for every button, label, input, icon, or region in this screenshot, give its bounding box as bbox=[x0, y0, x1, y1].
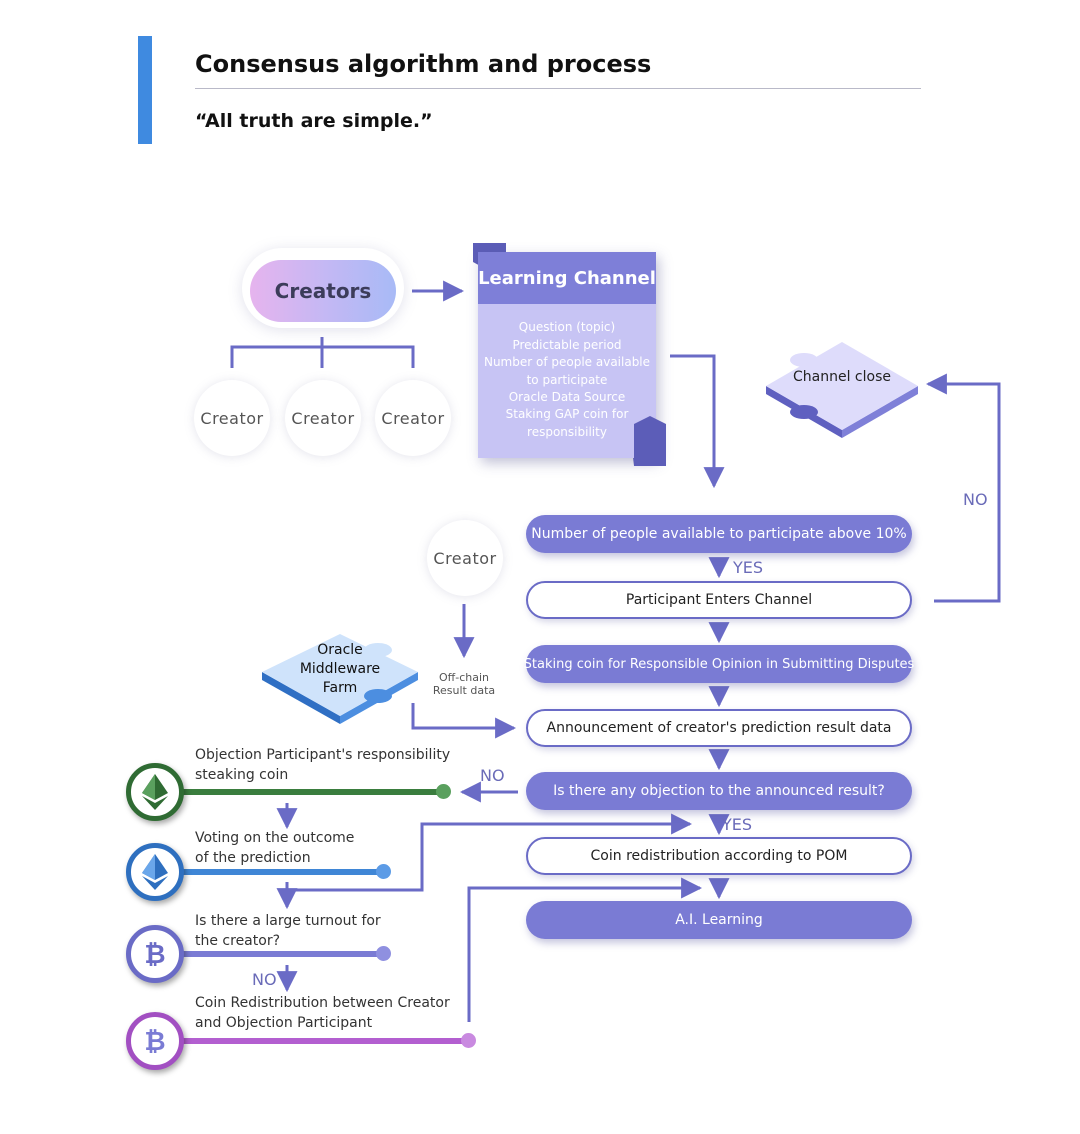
flow-ai-learning: A.I. Learning bbox=[526, 901, 912, 939]
creator-node-3: Creator bbox=[375, 380, 451, 456]
left-step-2-line-2: of the prediction bbox=[195, 850, 311, 866]
left-step-2-text: Voting on the outcome of the prediction bbox=[195, 828, 354, 868]
learning-channel-title: Learning Channel bbox=[478, 252, 656, 304]
arrow-voting-to-pom bbox=[287, 813, 693, 892]
channel-close-label: Channel close bbox=[793, 369, 891, 385]
flow-staking: Staking coin for Responsible Opinion in … bbox=[524, 645, 914, 683]
ethereum-icon bbox=[142, 774, 168, 810]
oracle-label-line-3: Farm bbox=[322, 680, 358, 696]
left-step-1-bar bbox=[170, 789, 444, 795]
left-step-4-dot bbox=[461, 1033, 476, 1048]
offchain-label-line-2: Result data bbox=[432, 684, 496, 697]
lc-item-6: Staking GAP coin for bbox=[505, 407, 629, 421]
bitcoin-coin-1: ₿ bbox=[126, 925, 184, 983]
title-divider bbox=[195, 88, 921, 89]
offchain-label: Off-chain Result data bbox=[428, 671, 500, 697]
lc-item-1: Question (topic) bbox=[518, 320, 616, 334]
arrow-no-to-channel-close bbox=[925, 373, 1001, 603]
left-step-2-line-1: Voting on the outcome bbox=[195, 830, 355, 846]
flow-coin-redistribution: Coin redistribution according to POM bbox=[526, 837, 912, 875]
flow-objection-question: Is there any objection to the announced … bbox=[526, 772, 912, 810]
creator-node-2: Creator bbox=[285, 380, 361, 456]
no-label-objection: NO bbox=[480, 766, 505, 785]
left-step-4-line-2: and Objection Participant bbox=[195, 1015, 373, 1031]
left-step-1-text: Objection Participant's responsibility s… bbox=[195, 745, 450, 785]
creator-node-standalone: Creator bbox=[427, 520, 503, 596]
creators-node: Creators bbox=[250, 260, 396, 322]
bitcoin-coin-2: ₿ bbox=[126, 1012, 184, 1070]
left-step-3-line-2: the creator? bbox=[195, 933, 281, 949]
left-step-1-line-2: steaking coin bbox=[195, 767, 289, 783]
yes-label-1: YES bbox=[733, 558, 764, 577]
flow-threshold: Number of people available to participat… bbox=[526, 515, 912, 553]
creator-node-1: Creator bbox=[194, 380, 270, 456]
lc-item-3: Number of people available bbox=[483, 355, 651, 369]
left-step-1-line-1: Objection Participant's responsibility bbox=[195, 747, 451, 763]
flow-announcement: Announcement of creator's prediction res… bbox=[526, 709, 912, 747]
learning-channel-corner bbox=[634, 416, 666, 466]
left-step-4-bar bbox=[170, 1038, 470, 1044]
left-step-2-dot bbox=[376, 864, 391, 879]
arrow-redistribution-to-ai bbox=[467, 877, 703, 1022]
ethereum-icon bbox=[142, 854, 168, 890]
no-label-turnout: NO bbox=[252, 970, 277, 989]
oracle-label-line-2: Middleware bbox=[299, 661, 381, 677]
left-step-3-dot bbox=[376, 946, 391, 961]
left-step-3-bar bbox=[170, 951, 384, 957]
flow-participant-enters: Participant Enters Channel bbox=[526, 581, 912, 619]
arrow-oracle-to-announcement bbox=[411, 703, 517, 739]
offchain-label-line-1: Off-chain bbox=[439, 671, 489, 684]
page-title: Consensus algorithm and process bbox=[195, 50, 652, 78]
no-label-threshold: NO bbox=[963, 490, 988, 509]
yes-label-2: YES bbox=[722, 815, 753, 834]
lc-item-5: Oracle Data Source bbox=[508, 390, 626, 404]
page-subtitle: “All truth are simple.” bbox=[195, 110, 433, 132]
oracle-block bbox=[262, 634, 418, 724]
bitcoin-icon: ₿ bbox=[144, 1026, 166, 1057]
left-step-4-text: Coin Redistribution between Creator and … bbox=[195, 993, 450, 1033]
header-accent-bar bbox=[138, 36, 152, 144]
left-step-1-dot bbox=[436, 784, 451, 799]
ethereum-coin-2 bbox=[126, 843, 184, 901]
left-step-3-text: Is there a large turnout for the creator… bbox=[195, 911, 381, 951]
lc-item-7: responsibility bbox=[527, 425, 607, 439]
lc-item-2: Predictable period bbox=[512, 338, 622, 352]
left-step-4-line-1: Coin Redistribution between Creator bbox=[195, 995, 450, 1011]
oracle-label: Oracle Middleware Farm bbox=[288, 641, 392, 698]
bitcoin-icon: ₿ bbox=[144, 939, 166, 970]
left-step-2-bar bbox=[170, 869, 384, 875]
channel-close-block bbox=[766, 342, 918, 438]
arrow-channel-to-threshold bbox=[670, 354, 725, 489]
ethereum-coin-1 bbox=[126, 763, 184, 821]
oracle-label-line-1: Oracle bbox=[317, 642, 363, 658]
lc-item-4: to participate bbox=[526, 373, 608, 387]
left-step-3-line-1: Is there a large turnout for bbox=[195, 913, 381, 929]
